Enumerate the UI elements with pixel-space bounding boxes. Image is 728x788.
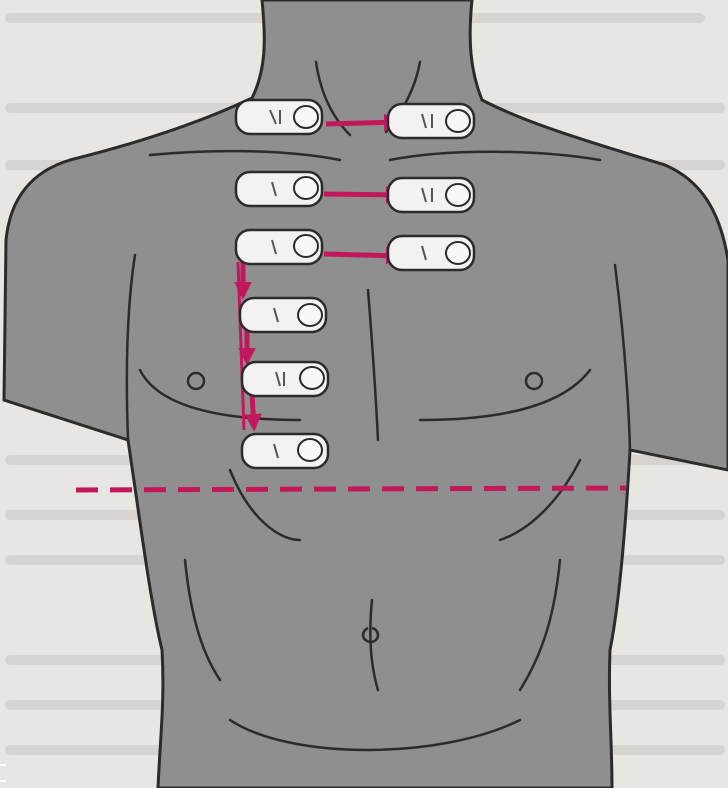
finger-5	[242, 362, 328, 396]
finger-2	[236, 172, 322, 206]
finger-4	[240, 298, 326, 332]
finger-9	[388, 236, 474, 270]
arrow-down-vertical-3	[252, 394, 254, 428]
finger-3	[236, 230, 322, 264]
torso-silhouette	[4, 0, 728, 788]
crop-edge-mark	[0, 764, 6, 782]
finger-6	[242, 434, 328, 468]
finger-7	[388, 104, 474, 138]
finger-1	[236, 100, 322, 134]
finger-8	[388, 178, 474, 212]
